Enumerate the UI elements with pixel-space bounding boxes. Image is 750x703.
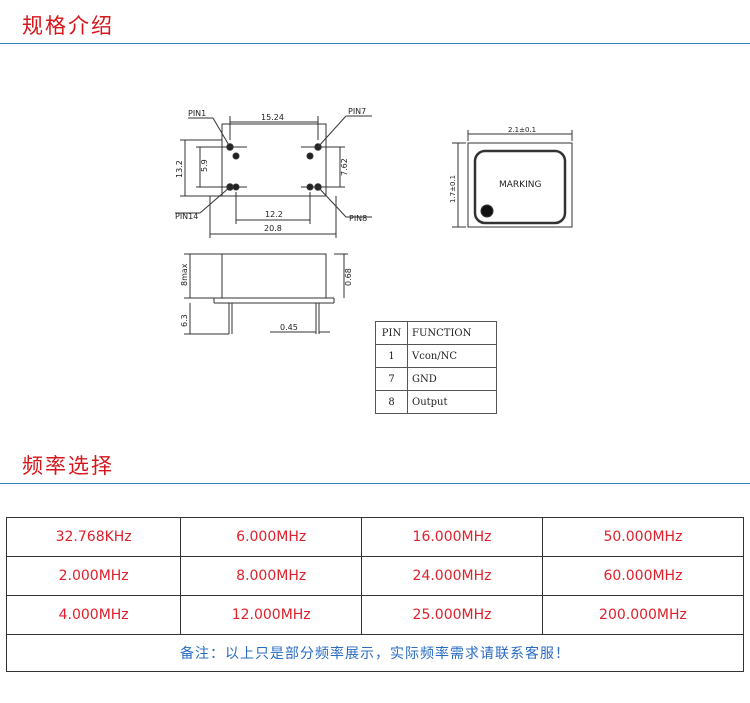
- table-row: 2.000MHz 8.000MHz 24.000MHz 60.000MHz: [5, 556, 745, 596]
- freq-cell: 6.000MHz: [180, 517, 363, 557]
- marking-label: MARKING: [499, 180, 541, 190]
- dim-7-62: 7.62: [340, 158, 349, 176]
- pin-table-row: 7 GND: [375, 367, 497, 391]
- pin-function: GND: [407, 367, 497, 391]
- freq-cell: 32.768KHz: [5, 517, 182, 557]
- freq-cell: 4.000MHz: [5, 595, 182, 635]
- frequency-note: 备注：以上只是部分频率展示，实际频率需求请联系客服！: [6, 634, 744, 672]
- pin-number: 1: [375, 344, 408, 368]
- dim-20-8: 20.8: [264, 224, 282, 233]
- freq-cell: 2.000MHz: [5, 556, 182, 596]
- dim-2-1: 2.1±0.1: [508, 126, 536, 134]
- note-row: 备注：以上只是部分频率展示，实际频率需求请联系客服！: [6, 634, 744, 672]
- freq-cell: 16.000MHz: [361, 517, 543, 557]
- freq-cell: 12.000MHz: [180, 595, 363, 635]
- freq-cell: 50.000MHz: [541, 517, 745, 557]
- table-row: 32.768KHz 6.000MHz 16.000MHz 50.000MHz: [5, 517, 745, 557]
- pin-table-row: 1 Vcon/NC: [375, 344, 497, 368]
- dim-15-24: 15.24: [261, 113, 284, 122]
- pin-function: Output: [407, 390, 497, 414]
- dim-13-2: 13.2: [175, 160, 184, 178]
- dim-6-3: 6.3: [180, 314, 189, 327]
- function-header: FUNCTION: [407, 321, 497, 345]
- frequency-table: 32.768KHz 6.000MHz 16.000MHz 50.000MHz 2…: [5, 517, 745, 672]
- freq-cell: 200.000MHz: [541, 595, 745, 635]
- pin-table-header: PIN FUNCTION: [375, 321, 497, 345]
- freq-section-title: 频率选择: [22, 454, 114, 478]
- dimension-drawing: PIN1 PIN7 PIN14 PIN8 15.24 12.2 20.8 0.4…: [175, 107, 573, 335]
- freq-title-rule: [0, 483, 750, 484]
- freq-cell: 60.000MHz: [541, 556, 745, 596]
- pin-number: 8: [375, 390, 408, 414]
- smd-package-inner: [473, 149, 567, 225]
- freq-cell: 8.000MHz: [180, 556, 363, 596]
- pin-header: PIN: [375, 321, 408, 345]
- smd-package-outline: [467, 142, 573, 228]
- pin-function-table: PIN FUNCTION 1 Vcon/NC 7 GND 8 Output: [375, 321, 497, 414]
- pin-number: 7: [375, 367, 408, 391]
- dim-1-7: 1.7±0.1: [449, 175, 457, 203]
- pin-table-row: 8 Output: [375, 390, 497, 414]
- smd-pin1-dot: [480, 204, 494, 218]
- side-view-cap: [221, 253, 327, 299]
- spec-title-rule: [0, 43, 750, 44]
- spec-section-title: 规格介绍: [22, 14, 114, 38]
- freq-cell: 24.000MHz: [361, 556, 543, 596]
- freq-cell: 25.000MHz: [361, 595, 543, 635]
- pin14-label: PIN14: [175, 212, 198, 221]
- dim-0-45: 0.45: [280, 323, 298, 332]
- dim-0-68: 0.68: [344, 268, 353, 286]
- top-view-body: [221, 123, 327, 197]
- pin-function: Vcon/NC: [407, 344, 497, 368]
- table-row: 4.000MHz 12.000MHz 25.000MHz 200.000MHz: [5, 595, 745, 635]
- dim-5-9: 5.9: [200, 159, 209, 172]
- pin8-label: PIN8: [349, 214, 367, 223]
- pin7-label: PIN7: [348, 107, 366, 116]
- dim-12-2: 12.2: [265, 210, 283, 219]
- dim-8max: 8max: [180, 263, 189, 286]
- pin1-label: PIN1: [188, 109, 206, 118]
